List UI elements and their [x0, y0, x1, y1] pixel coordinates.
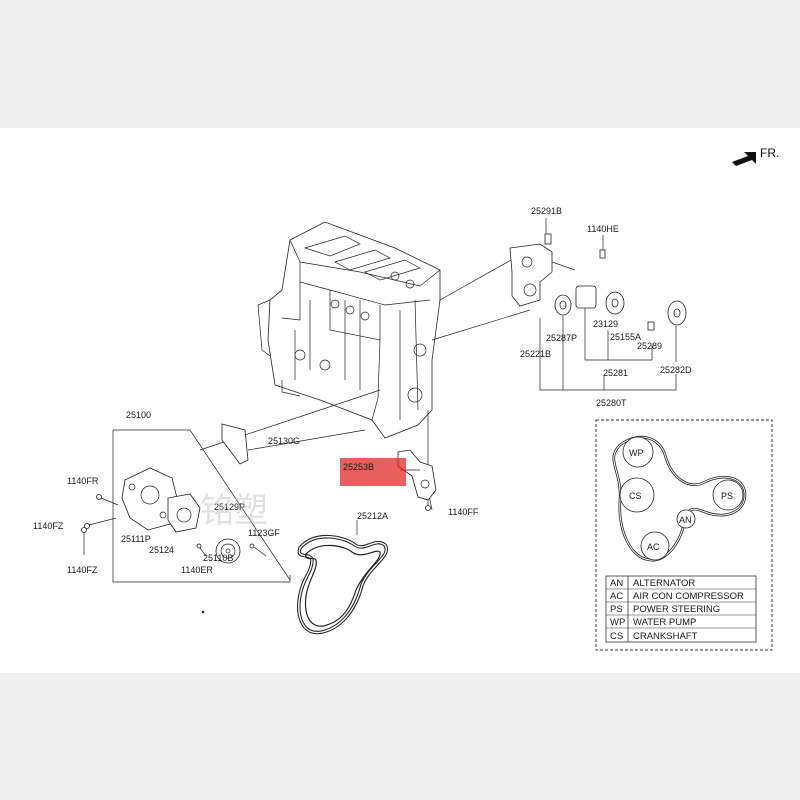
label-25289: 25289: [637, 341, 662, 351]
diagram-canvas: FR.: [0, 128, 800, 673]
legend-name-water-pump: WATER PUMP: [633, 617, 696, 628]
label-25110B: 25110B: [203, 553, 233, 563]
label-1123GF: 1123GF: [248, 528, 280, 538]
label-25155A: 25155A: [610, 332, 641, 342]
legend-name-alternator: ALTERNATOR: [633, 578, 695, 589]
label-1140FZ-lower: 1140FZ: [67, 565, 98, 575]
label-25212A: 25212A: [357, 511, 388, 521]
tensioner-bracket: [509, 233, 576, 307]
label-25287P: 25287P: [546, 333, 577, 343]
water-pump: [121, 423, 249, 564]
legend-name-power-steering: POWER STEERING: [633, 604, 720, 615]
label-23129: 23129: [593, 319, 618, 329]
label-25253B: 25253B: [343, 462, 374, 472]
highlight-box: [340, 458, 406, 486]
label-1140FF: 1140FF: [448, 507, 479, 517]
label-25221B: 25221B: [520, 349, 551, 359]
label-25280T: 25280T: [596, 398, 627, 408]
label-25100: 25100: [126, 410, 151, 420]
belt-routing-diagram: [612, 435, 747, 562]
legend-code-ac: AC: [610, 591, 623, 602]
legend-table: [605, 575, 757, 643]
label-25291B: 25291B: [531, 206, 562, 216]
label-25129P: 25129P: [214, 502, 245, 512]
legend-code-cs: CS: [610, 631, 623, 642]
label-1140FZ-upper: 1140FZ: [33, 521, 64, 531]
pulley-cs: CS: [629, 491, 642, 501]
legend-code-ps: PS: [610, 604, 623, 615]
drive-belt: [297, 534, 389, 635]
label-1140HE: 1140HE: [587, 224, 619, 234]
label-25282D: 25282D: [660, 365, 692, 375]
watermark: 铭塑: [200, 491, 268, 531]
label-25124: 25124: [149, 545, 174, 555]
pulley-wp: WP: [629, 448, 644, 458]
front-arrow-icon: [732, 152, 756, 166]
legend-code-wp: WP: [610, 617, 625, 628]
label-25130G: 25130G: [268, 436, 300, 446]
front-label: FR.: [760, 146, 779, 160]
exploded-parts-diagram: FR.: [33, 146, 779, 651]
pulley-ac: AC: [647, 542, 660, 552]
label-25111P: 25111P: [121, 534, 151, 544]
pulley-an: AN: [679, 515, 692, 525]
label-1140ER: 1140ER: [181, 565, 213, 575]
bolts: [81, 494, 431, 557]
legend-code-an: AN: [610, 578, 623, 589]
label-1140FR: 1140FR: [67, 476, 99, 486]
tensioner-pulleys: [554, 249, 687, 331]
engine-block: [257, 221, 441, 439]
pulley-ps: PS: [721, 491, 733, 501]
belt-routing-box: [595, 419, 773, 651]
label-25281: 25281: [603, 368, 628, 378]
legend-name-crankshaft: CRANKSHAFT: [633, 631, 698, 642]
legend-name-air-con: AIR CON COMPRESSOR: [633, 591, 744, 602]
